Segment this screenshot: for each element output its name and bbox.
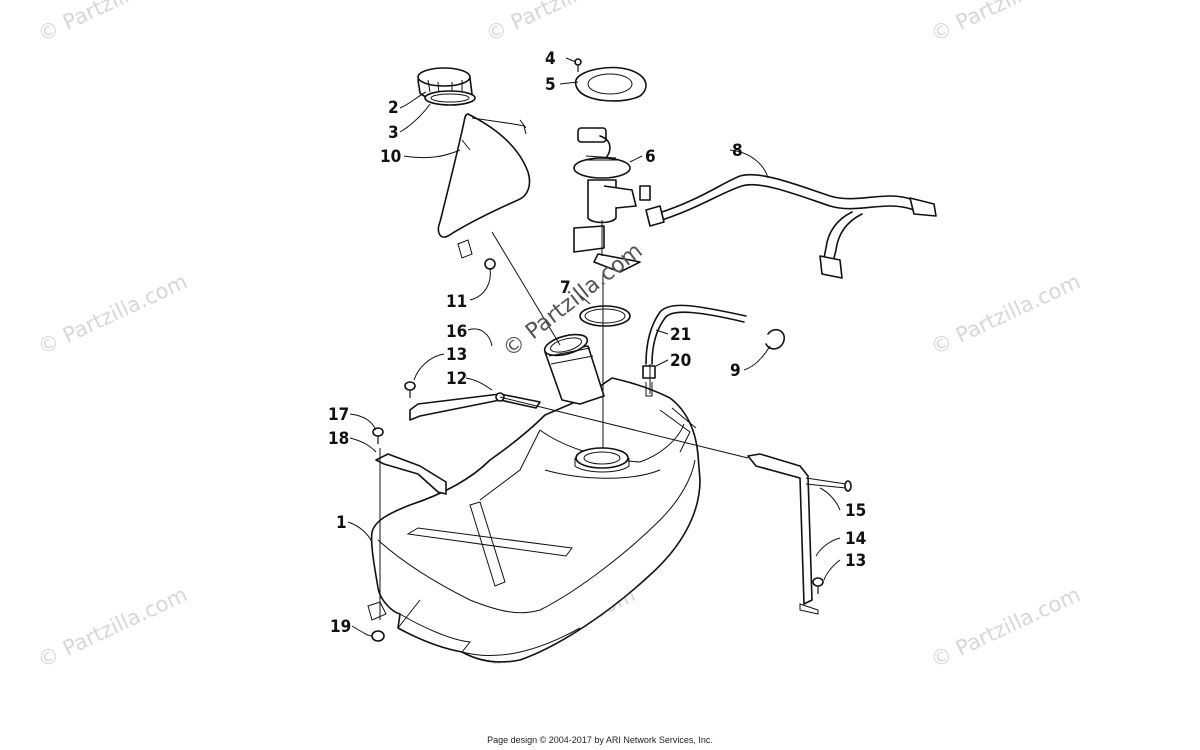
fuel-line-hose[interactable] — [645, 174, 937, 279]
callout-3: 3 — [388, 123, 399, 143]
callout-4: 4 — [545, 49, 556, 69]
callout-10: 10 — [380, 147, 401, 167]
callout-7: 7 — [560, 278, 571, 298]
push-rivet[interactable] — [457, 239, 496, 270]
cap-gasket[interactable] — [424, 90, 476, 106]
leader-lines — [347, 57, 841, 637]
callout-6: 6 — [645, 147, 656, 167]
pump-mounting-plate[interactable] — [574, 58, 647, 102]
front-bracket[interactable] — [409, 392, 541, 421]
callout-11: 11 — [446, 292, 467, 312]
callout-2: 2 — [388, 98, 399, 118]
screw[interactable] — [812, 577, 824, 594]
callout-21: 21 — [670, 325, 691, 345]
rear-bracket[interactable] — [747, 453, 819, 615]
callout-12: 12 — [446, 369, 467, 389]
callout-1: 1 — [336, 513, 347, 533]
callout-8: 8 — [732, 141, 743, 161]
callout-14: 14 — [845, 529, 866, 549]
page-footer: Page design © 2004-2017 by ARI Network S… — [487, 735, 713, 745]
screw[interactable] — [404, 381, 416, 398]
callout-13: 13 — [446, 345, 467, 365]
callout-20: 20 — [670, 351, 691, 371]
fuel-tank[interactable] — [370, 377, 701, 663]
callout-17: 17 — [328, 405, 349, 425]
callout-15: 15 — [845, 501, 866, 521]
callout-5: 5 — [545, 75, 556, 95]
watermark: © Partzilla.com — [927, 582, 1084, 672]
left-bracket[interactable] — [375, 453, 447, 495]
watermark: © Partzilla.com — [482, 0, 639, 47]
callout-9: 9 — [730, 361, 741, 381]
mounting-bolt[interactable] — [805, 477, 852, 492]
vent-fitting[interactable] — [642, 365, 656, 397]
callout-labels: 2 3 10 4 5 6 8 11 16 13 12 17 18 1 19 7 … — [328, 49, 866, 637]
callout-13: 13 — [845, 551, 866, 571]
watermark: © Partzilla.com — [34, 582, 191, 672]
tank-shield[interactable] — [437, 113, 531, 238]
watermark: © Partzilla.com — [34, 269, 191, 359]
callout-19: 19 — [330, 617, 351, 637]
assembly-lines — [379, 231, 749, 620]
hose-clamp[interactable] — [765, 328, 785, 350]
screw[interactable] — [372, 427, 384, 444]
watermark: © Partzilla.com — [34, 0, 191, 47]
watermark: © Partzilla.com — [927, 269, 1084, 359]
callout-16: 16 — [446, 322, 467, 342]
fuel-pump-assembly[interactable] — [573, 127, 651, 273]
callout-18: 18 — [328, 429, 349, 449]
pump-o-ring[interactable] — [579, 305, 631, 327]
filler-neck[interactable] — [542, 331, 605, 405]
watermark: © Partzilla.com — [927, 0, 1084, 47]
vent-hose[interactable] — [645, 304, 747, 365]
screw[interactable] — [367, 601, 387, 642]
